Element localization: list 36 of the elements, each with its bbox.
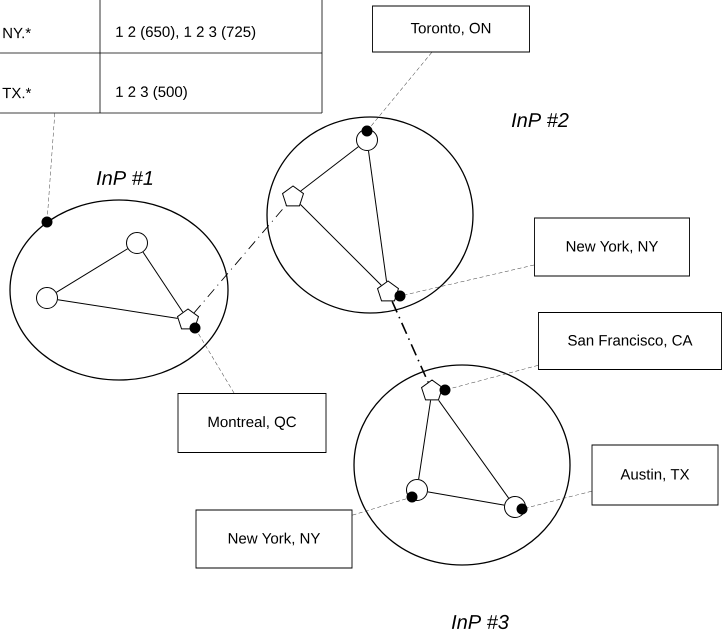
leader-line xyxy=(352,498,407,516)
connector-line xyxy=(300,146,359,192)
location-box: Austin, TX xyxy=(592,444,718,506)
connector-line xyxy=(57,299,178,319)
leader-line xyxy=(450,365,538,389)
port-dot xyxy=(190,322,200,334)
location-box: San Francisco, CA xyxy=(538,312,722,370)
location-box: Toronto, ON xyxy=(372,6,530,52)
connector-line xyxy=(300,204,382,286)
node-circle xyxy=(36,287,58,309)
port-dot xyxy=(394,290,406,302)
connector-line xyxy=(56,248,128,293)
leader-line xyxy=(405,264,534,295)
link-line xyxy=(391,301,429,383)
node-circle xyxy=(126,232,148,254)
leader-line xyxy=(198,332,234,394)
leader-line xyxy=(47,112,56,217)
location-box: New York, NY xyxy=(196,510,352,568)
connector-line xyxy=(438,400,510,499)
connector-line xyxy=(418,400,432,480)
leader-line xyxy=(527,490,592,508)
domain-label: InP #2 xyxy=(512,113,569,127)
port-dot xyxy=(440,384,450,396)
table: NY.* 1 2 (650), 1 2 3 (725) TX.* 1 2 3 (500) xyxy=(0,0,322,114)
port-dot xyxy=(516,504,528,514)
connector-line xyxy=(427,491,505,506)
location-box: Montreal, QC xyxy=(178,393,326,453)
leader-line xyxy=(370,52,432,127)
port-dot xyxy=(42,216,52,228)
location-box: New York, NY xyxy=(534,218,690,276)
port-dot xyxy=(362,126,372,136)
domain-label: InP #1 xyxy=(96,171,152,185)
port-dot xyxy=(406,492,418,502)
connector-line xyxy=(368,150,388,282)
domain-label: InP #3 xyxy=(452,614,509,630)
connector-line xyxy=(142,252,184,313)
